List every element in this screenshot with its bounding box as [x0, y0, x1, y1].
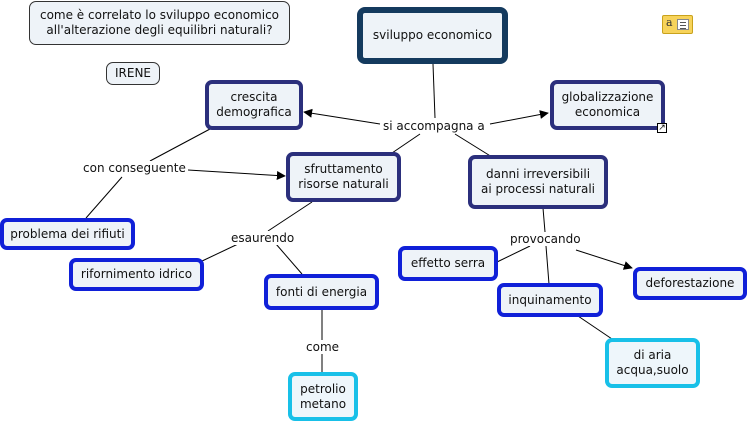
link-accompagna-sfruttamento — [391, 133, 421, 154]
sfruttamento-node[interactable]: sfruttamento risorse naturali — [286, 152, 401, 202]
link-crescita-conseguente — [149, 128, 211, 162]
hyperlink-icon[interactable]: ↗ — [657, 123, 667, 133]
rifornimento-idrico-node[interactable]: rifornimento idrico — [69, 258, 204, 291]
aria-acqua-suolo-node[interactable]: di aria acqua,suolo — [605, 338, 700, 388]
fonti-energia-node[interactable]: fonti di energia — [264, 274, 379, 310]
crescita-demografica-node[interactable]: crescita demografica — [205, 80, 303, 130]
petrolio-metano-node[interactable]: petrolio metano — [288, 372, 358, 421]
sviluppo-economico-node[interactable]: sviluppo economico — [357, 7, 508, 64]
globalizzazione-node[interactable]: globalizzazione economica — [550, 80, 665, 130]
author-node[interactable]: IRENE — [106, 62, 160, 85]
link-conseguente-sfruttamento — [187, 169, 286, 180]
link-provocando-inquinamento — [545, 245, 550, 285]
link-esaurendo-idrico — [199, 243, 239, 263]
link-danni-provocando — [542, 207, 546, 233]
note-lines-glyph — [677, 19, 689, 30]
link-accompagna-globalizzazione — [489, 110, 549, 125]
link-provocando-deforestazione — [575, 249, 633, 270]
link-accompagna-crescita — [303, 108, 381, 125]
note-letter-glyph: a — [666, 16, 673, 29]
link-label-accompagna: si accompagna a — [381, 119, 487, 133]
link-label-conseguente: con conseguente — [81, 161, 188, 175]
question-node[interactable]: come è correlato lo sviluppo economico a… — [29, 1, 290, 45]
link-label-esaurendo: esaurendo — [229, 231, 297, 245]
link-conseguente-rifiuti — [85, 176, 123, 219]
problema-rifiuti-node[interactable]: problema dei rifiuti — [0, 218, 135, 250]
link-label-come: come — [304, 340, 342, 354]
deforestazione-node[interactable]: deforestazione — [633, 267, 747, 300]
link-label-provocando: provocando — [508, 232, 583, 246]
link-inquinamento-aria — [577, 315, 613, 340]
link-provocando-serra — [496, 245, 531, 263]
link-sfruttamento-esaurendo — [267, 201, 313, 232]
inquinamento-node[interactable]: inquinamento — [497, 283, 603, 317]
danni-irreversibili-node[interactable]: danni irreversibili ai processi naturali — [468, 155, 608, 209]
link-accompagna-danni — [454, 133, 493, 158]
effetto-serra-node[interactable]: effetto serra — [398, 246, 498, 281]
link-esaurendo-energia — [275, 243, 303, 275]
note-icon[interactable]: a — [662, 15, 693, 34]
link-sviluppo-accompagna — [432, 63, 436, 119]
